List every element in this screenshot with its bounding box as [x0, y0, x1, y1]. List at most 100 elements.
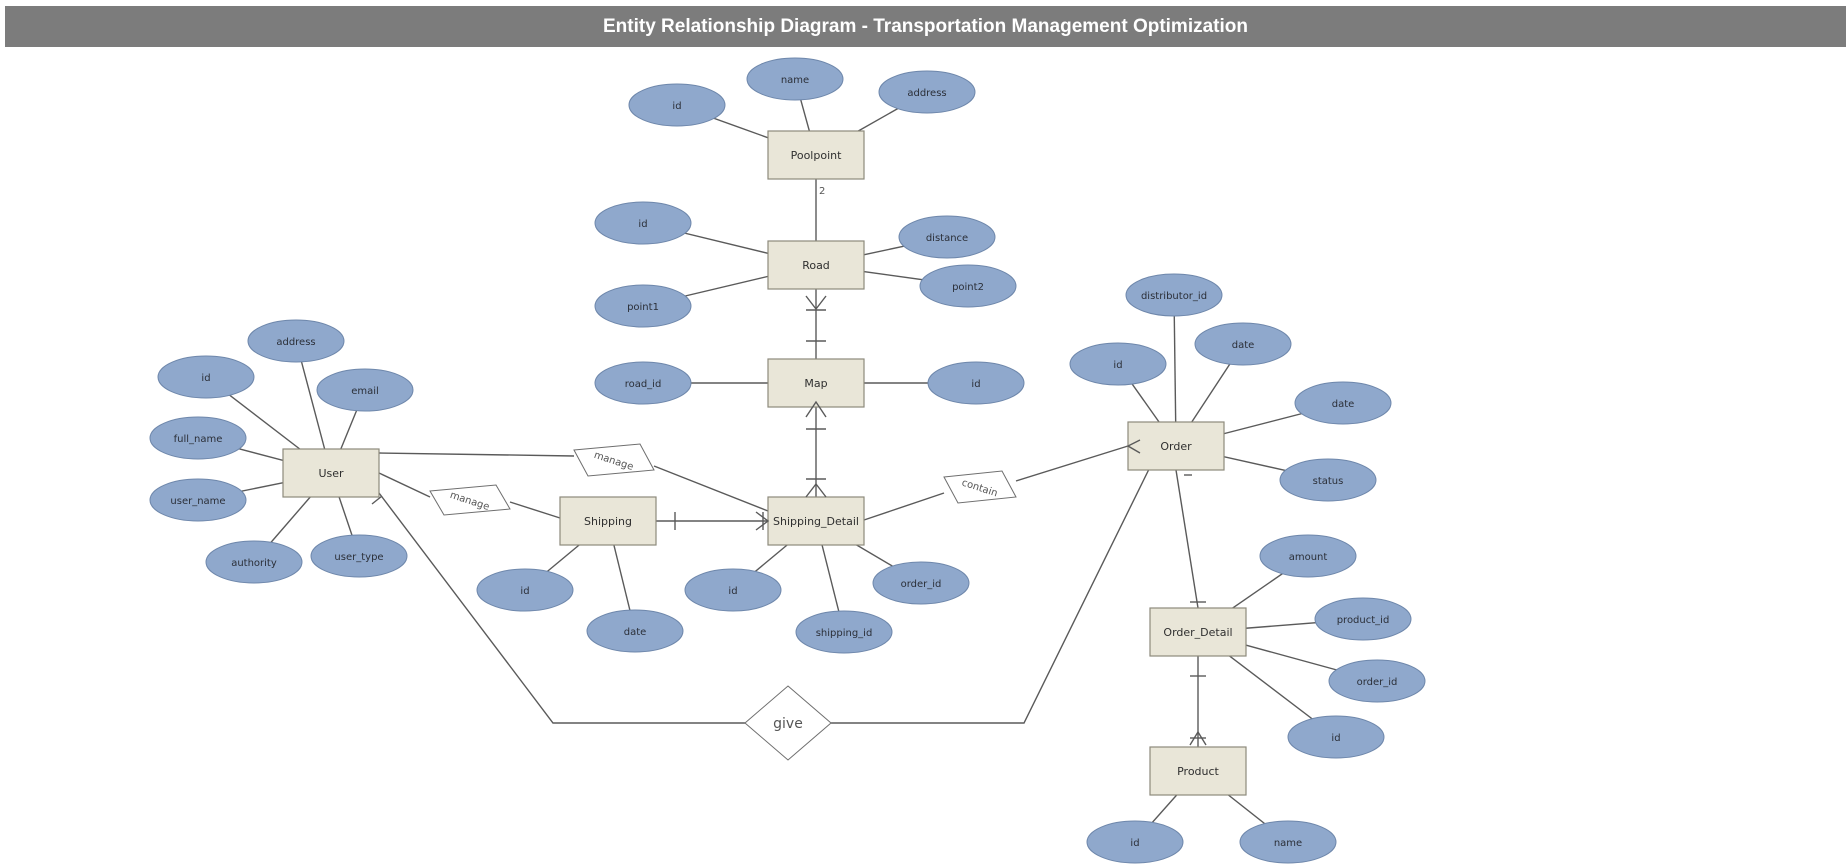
entity-shape [559, 496, 657, 546]
attributes: idnameaddressiddistancepoint1point2road_… [149, 57, 1426, 864]
attribute-shape [247, 319, 345, 363]
attribute-shape [1086, 820, 1184, 864]
diagram-title: Entity Relationship Diagram - Transporta… [5, 6, 1846, 47]
cardinality-label: 2 [819, 186, 825, 197]
attribute-label: point1 [627, 302, 659, 313]
crows-foot-3 [805, 482, 827, 498]
relationship-line-9 [863, 492, 945, 521]
relationship-line-5 [378, 452, 575, 457]
attribute-shape [795, 610, 893, 654]
entity-shipping: Shipping [559, 496, 657, 546]
attribute-label: distance [926, 233, 968, 244]
attribute-shape [310, 534, 408, 578]
attribute-shipping-date: date [586, 609, 684, 653]
attribute-label: distributor_id [1141, 291, 1207, 302]
attribute-label: id [728, 586, 737, 597]
attribute-order-date2: date [1294, 381, 1392, 425]
relationship-manage_1: manage [573, 443, 655, 477]
attribute-shipdetail-id: id [684, 568, 782, 612]
attribute-road-point2: point2 [919, 264, 1017, 308]
entity-product: Product [1149, 746, 1247, 796]
entity-poolpoint: Poolpoint [767, 130, 865, 180]
attribute-shape [927, 361, 1025, 405]
attribute-poolpoint-address: address [878, 70, 976, 114]
entity-label: Road [802, 259, 830, 272]
entity-shape [767, 130, 865, 180]
attribute-map-id: id [927, 361, 1025, 405]
entity-label: Shipping_Detail [773, 515, 859, 528]
relationship-shape [429, 484, 511, 516]
attribute-orderdetail-order-id: order_id [1328, 659, 1426, 703]
attribute-shape [586, 609, 684, 653]
attribute-product-name: name [1239, 820, 1337, 864]
attribute-shape [594, 201, 692, 245]
attribute-user-address: address [247, 319, 345, 363]
attribute-label: id [201, 373, 210, 384]
entity-shape [1149, 607, 1247, 657]
attribute-shape [1125, 273, 1223, 317]
attribute-order-date: date [1194, 322, 1292, 366]
attribute-shape [1314, 597, 1412, 641]
entity-shape [1149, 746, 1247, 796]
entity-label: Poolpoint [791, 149, 842, 162]
attribute-label: order_id [901, 579, 942, 590]
cardinality-marks: 2 [371, 186, 1207, 746]
attribute-label: authority [231, 558, 277, 569]
attribute-label: name [1274, 838, 1302, 849]
attribute-shape [1279, 458, 1377, 502]
attribute-shape [1259, 534, 1357, 578]
attribute-shape [476, 568, 574, 612]
attribute-shape [205, 540, 303, 584]
cardinality-tick-11 [371, 495, 383, 505]
entity-order: Order [1127, 421, 1225, 471]
attribute-user-id: id [157, 355, 255, 399]
relationship-shape [943, 470, 1017, 504]
attribute-shape [1239, 820, 1337, 864]
attribute-label: date [1332, 399, 1355, 410]
attribute-label: id [672, 101, 681, 112]
attribute-label: point2 [952, 282, 984, 293]
attribute-orderdetail-amount: amount [1259, 534, 1357, 578]
crows-foot-4 [755, 511, 770, 531]
attribute-user-email: email [316, 368, 414, 412]
attribute-shape [594, 361, 692, 405]
attribute-road-point1: point1 [594, 284, 692, 328]
entity-label: Order [1160, 440, 1192, 453]
attribute-poolpoint-id: id [628, 83, 726, 127]
attribute-label: date [1232, 340, 1255, 351]
crows-foot-1 [805, 295, 827, 311]
relationship-line-11 [1175, 469, 1199, 609]
attribute-orderdetail-product-id: product_id [1314, 597, 1412, 641]
attribute-label: email [351, 386, 379, 397]
entity-label: User [318, 467, 344, 480]
entity-order_detail: Order_Detail [1149, 607, 1247, 657]
attribute-shape [157, 355, 255, 399]
entity-shape [282, 448, 380, 498]
relationship-line-7 [378, 472, 431, 498]
attribute-shape [1287, 715, 1385, 759]
attribute-user-authority: authority [205, 540, 303, 584]
entity-shape [767, 358, 865, 408]
entity-user: User [282, 448, 380, 498]
attribute-label: status [1313, 476, 1344, 487]
attribute-label: id [1113, 360, 1122, 371]
attribute-shape [149, 416, 247, 460]
attribute-shape [1328, 659, 1426, 703]
crows-foot-6 [1189, 730, 1207, 746]
attribute-label: id [971, 379, 980, 390]
relationship-line-14 [831, 458, 1155, 724]
entity-shape [767, 240, 865, 290]
attribute-label: user_name [170, 496, 225, 507]
attribute-shape [878, 70, 976, 114]
attribute-label: amount [1289, 552, 1328, 563]
attribute-shape [919, 264, 1017, 308]
relationship-line-10 [1015, 445, 1129, 482]
attribute-order-id: id [1069, 342, 1167, 386]
attribute-product-id: id [1086, 820, 1184, 864]
attribute-shape [149, 478, 247, 522]
attribute-shape [1194, 322, 1292, 366]
attribute-shape [316, 368, 414, 412]
attribute-poolpoint-name: name [746, 57, 844, 101]
entity-label: Shipping [584, 515, 632, 528]
